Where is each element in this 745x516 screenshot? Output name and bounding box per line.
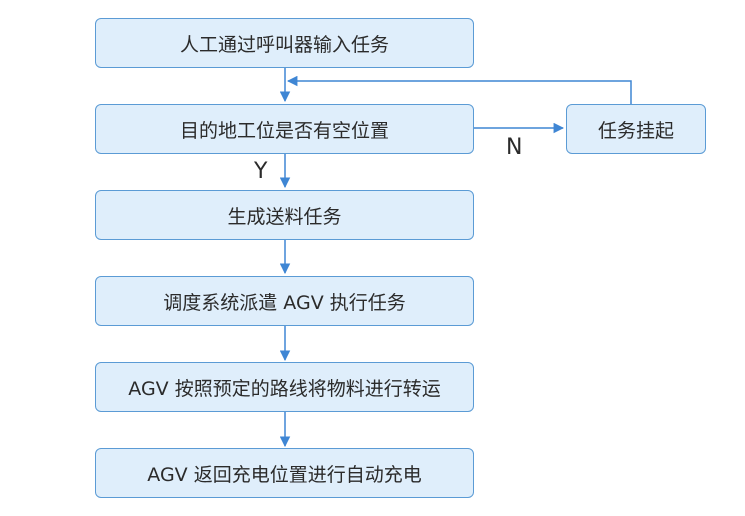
step-manual-input-label: 人工通过呼叫器输入任务 (179, 33, 389, 56)
step-task-suspended: 任务挂起 (566, 104, 706, 154)
step-manual-input: 人工通过呼叫器输入任务 (95, 18, 474, 68)
arrow-suspend-loop-back (286, 75, 632, 104)
step-agv-return-charge: AGV 返回充电位置进行自动充电 (95, 448, 474, 498)
decision-target-station-free-label: 目的地工位是否有空位置 (179, 119, 389, 142)
step-agv-transport-label: AGV 按照预定的路线将物料进行转运 (128, 377, 441, 400)
step-agv-return-charge-label: AGV 返回充电位置进行自动充电 (147, 463, 422, 486)
branch-label-no: N (506, 135, 523, 160)
branch-label-yes: Y (254, 159, 268, 184)
step-agv-transport: AGV 按照预定的路线将物料进行转运 (95, 362, 474, 412)
step-dispatch-agv: 调度系统派遣 AGV 执行任务 (95, 276, 474, 326)
step-generate-feeding-task-label: 生成送料任务 (227, 205, 342, 228)
step-task-suspended-label: 任务挂起 (597, 119, 674, 142)
step-generate-feeding-task: 生成送料任务 (95, 190, 474, 240)
decision-target-station-free: 目的地工位是否有空位置 (95, 104, 474, 154)
step-dispatch-agv-label: 调度系统派遣 AGV 执行任务 (163, 291, 406, 314)
